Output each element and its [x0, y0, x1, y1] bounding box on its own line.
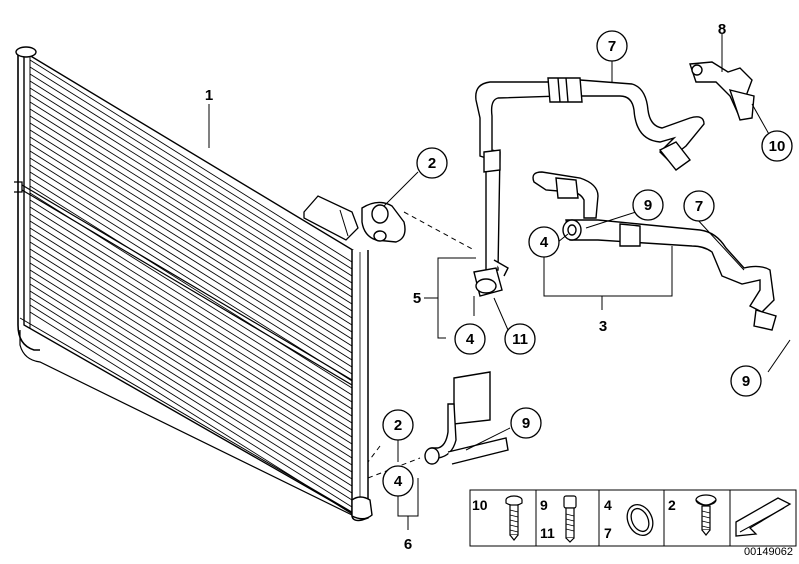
- socket-screw-icon: [563, 495, 577, 543]
- legend-10: 10: [472, 497, 488, 513]
- label-5: 5: [413, 290, 421, 307]
- label-2-bottom: 2: [394, 417, 402, 434]
- label-3: 3: [599, 318, 607, 335]
- screw-icon: [505, 495, 523, 541]
- legend-7: 7: [604, 525, 612, 541]
- callout-circle-2-top: [416, 147, 448, 179]
- label-7-top: 7: [608, 38, 616, 55]
- callout-circle-4-left: [454, 323, 486, 355]
- callout-circles: [382, 30, 793, 497]
- leader-lines: [208, 34, 791, 530]
- callout-circle-4-mid: [528, 226, 560, 258]
- bracket-8: [689, 61, 755, 121]
- legend-2: 2: [668, 497, 676, 513]
- callout-circle-7-mid: [683, 190, 715, 222]
- label-9-mid: 9: [644, 197, 652, 214]
- pipe-6: [424, 371, 509, 465]
- label-9-right: 9: [742, 373, 750, 390]
- label-11: 11: [512, 331, 528, 348]
- o-ring-icon: [626, 503, 654, 537]
- callout-circle-9-mid: [632, 189, 664, 221]
- callout-circle-7-top: [596, 30, 628, 62]
- callout-circle-10: [761, 130, 793, 162]
- callout-circle-9-right: [730, 365, 762, 397]
- oil-cooler: [14, 46, 406, 522]
- label-8: 8: [718, 21, 726, 38]
- label-9-bottom: 9: [522, 415, 530, 432]
- label-10: 10: [769, 138, 786, 155]
- label-4-bottom: 4: [394, 473, 403, 490]
- callout-circle-2-bottom: [382, 409, 414, 441]
- hose-7-upper: [547, 77, 705, 171]
- hose-assembly-5: [473, 81, 563, 297]
- flange-screw-icon: [695, 494, 717, 536]
- legend-9: 9: [540, 497, 548, 513]
- label-2-top: 2: [428, 155, 436, 172]
- diagram-id: 00149062: [744, 546, 793, 558]
- label-7-mid: 7: [695, 198, 703, 215]
- label-1: 1: [205, 87, 213, 104]
- label-4-left: 4: [466, 331, 475, 348]
- callout-circle-9-bottom: [510, 407, 542, 439]
- callout-circle-4-bottom: [382, 465, 414, 497]
- label-6: 6: [404, 536, 412, 553]
- callout-circle-11: [504, 323, 536, 355]
- legend-11: 11: [540, 525, 555, 541]
- callout-labels: 1 2 7 8 10 9 7 4 5 3 4 11 9 2 9 4 6: [205, 21, 786, 553]
- legend-4: 4: [604, 497, 612, 513]
- label-4-mid: 4: [540, 234, 549, 251]
- fastener-legend: 10 9 11 4 7 2: [469, 489, 797, 547]
- direction-arrow-icon: [735, 497, 792, 537]
